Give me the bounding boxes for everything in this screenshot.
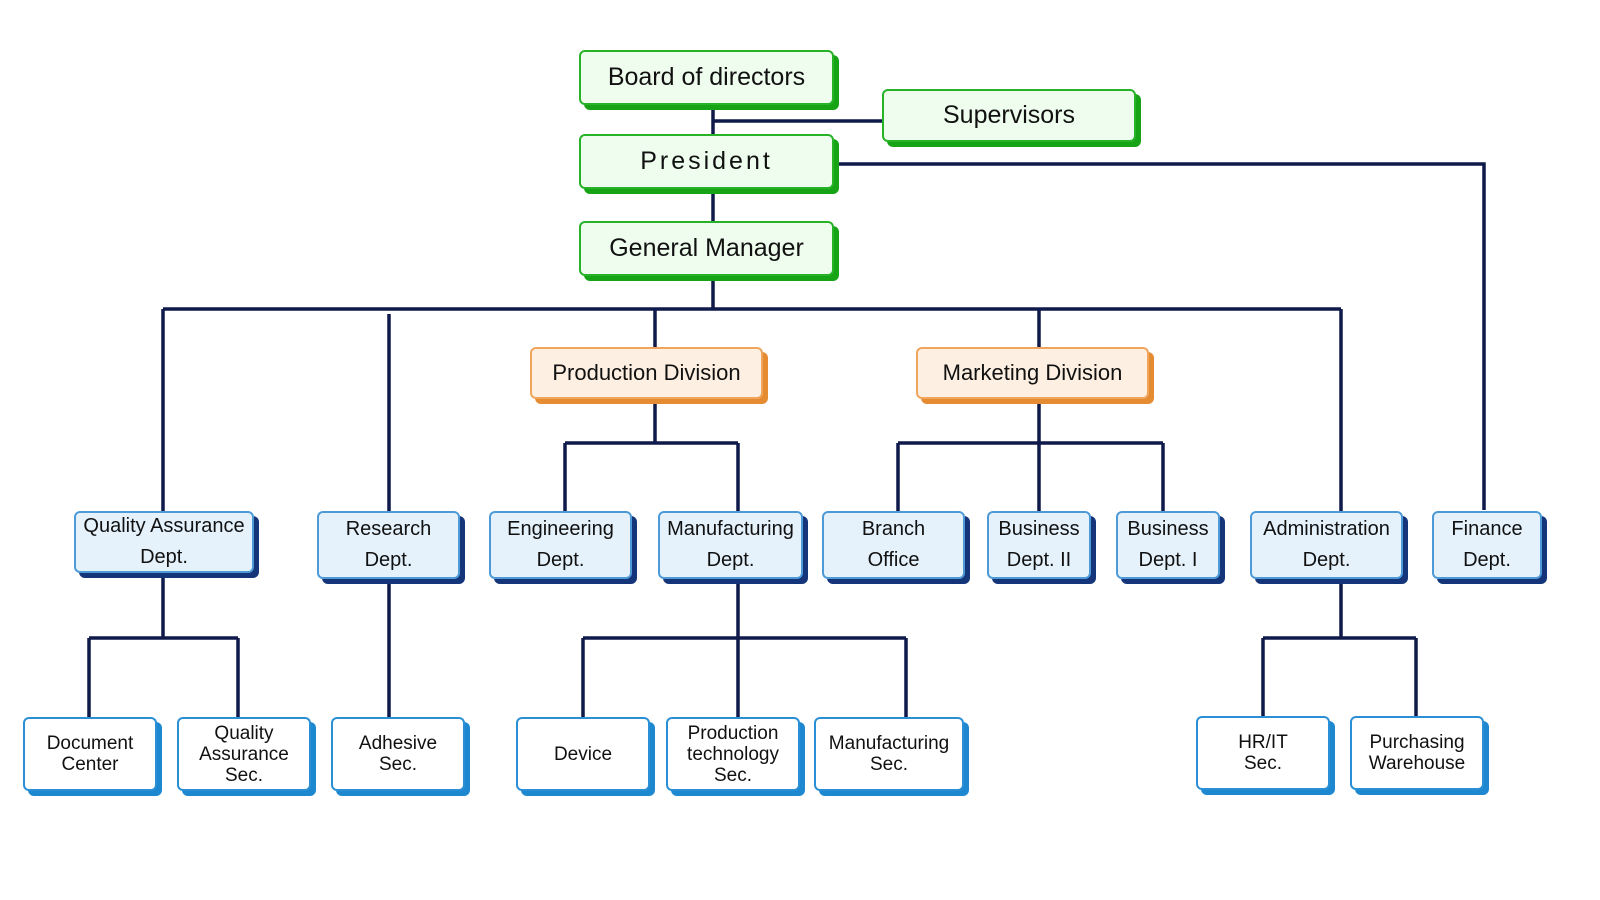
business-dept-1-box: Business Dept. I [1116,511,1220,579]
purchasing-warehouse-label: Purchasing Warehouse [1368,732,1466,774]
production-technology-sec-label: Production technology Sec. [687,722,779,786]
finance-dept-box: Finance Dept. [1432,511,1542,579]
business-dept-2-box: Business Dept. II [987,511,1091,579]
administration-sections-line [1261,580,1418,716]
supervisors-box: Supervisors [882,89,1136,142]
marketing-division-box: Marketing Division [916,347,1149,399]
adhesive-sec-box: Adhesive Sec. [331,717,465,791]
supervisors-label: Supervisors [943,101,1075,129]
board-of-directors-label: Board of directors [607,63,806,91]
device-label: Device [553,743,613,765]
president-box: President [579,134,834,189]
manufacturing-sec-box: Manufacturing Sec. [814,717,964,791]
president-label: President [640,147,773,175]
manufacturing-sections-line [581,580,908,717]
production-branch-line [563,400,740,511]
gm-bus-line [163,277,1341,311]
production-technology-sec-box: Production technology Sec. [666,717,800,791]
document-center-box: Document Center [23,717,157,791]
device-box: Device [516,717,650,791]
administration-dept-box: Administration Dept. [1250,511,1403,579]
manufacturing-sec-label: Manufacturing Sec. [828,733,950,775]
president-finance-line [836,162,1486,510]
marketing-division-label: Marketing Division [942,360,1123,385]
general-manager-box: General Manager [579,221,834,276]
engineering-dept-label: Engineering Dept. [507,518,614,571]
hr-it-sec-label: HR/IT Sec. [1238,732,1288,774]
general-manager-label: General Manager [609,234,804,262]
hr-it-sec-box: HR/IT Sec. [1196,716,1330,790]
quality-assurance-dept-box: Quality Assurance Dept. [74,511,254,573]
manufacturing-dept-label: Manufacturing Dept. [667,518,794,571]
production-division-box: Production Division [530,347,763,399]
engineering-dept-box: Engineering Dept. [489,511,632,579]
branch-office-box: Branch Office [822,511,965,579]
production-division-label: Production Division [552,360,741,385]
purchasing-warehouse-box: Purchasing Warehouse [1350,716,1484,790]
quality-assurance-dept-label: Quality Assurance Dept. [83,515,245,568]
marketing-branch-line [896,400,1165,511]
document-center-label: Document Center [46,733,134,775]
quality-assurance-sec-box: Quality Assurance Sec. [177,717,311,791]
branch-office-label: Branch Office [861,518,926,571]
administration-dept-label: Administration Dept. [1263,518,1390,571]
finance-dept-label: Finance Dept. [1451,518,1523,571]
adhesive-sec-label: Adhesive Sec. [358,733,438,775]
board-of-directors-box: Board of directors [579,50,834,105]
business-dept-1-label: Business Dept. I [1127,518,1209,571]
business-dept-2-label: Business Dept. II [998,518,1080,571]
qa-sections-line [87,574,240,717]
research-dept-label: Research Dept. [345,518,432,571]
manufacturing-dept-box: Manufacturing Dept. [658,511,803,579]
quality-assurance-sec-label: Quality Assurance Sec. [199,722,289,786]
research-dept-box: Research Dept. [317,511,460,579]
